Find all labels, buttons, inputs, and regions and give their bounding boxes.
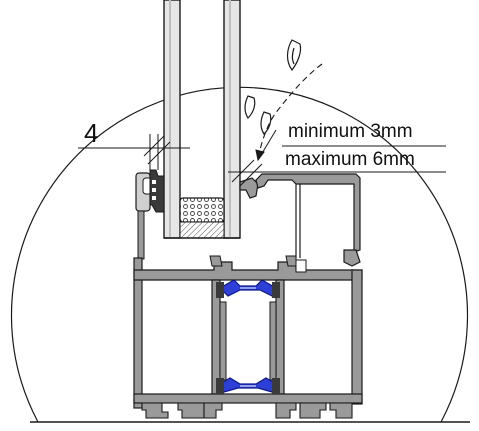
- glass-pane-inner: [163, 0, 181, 239]
- water-flow-arrow: [257, 63, 323, 159]
- minimum-gap-label: minimum 3mm: [288, 121, 413, 142]
- edge-sealant: [179, 221, 225, 239]
- thermal-break-top: [216, 279, 280, 298]
- glass-pane-outer: [223, 0, 241, 239]
- dimension-4: [78, 134, 190, 170]
- gap-dimension: [228, 129, 446, 187]
- glazing-bead: [239, 173, 361, 267]
- glazing-unit: [163, 0, 241, 239]
- thermal-break-bottom: [216, 377, 280, 394]
- inner-gasket: [135, 169, 165, 260]
- dimension-value-label: 4: [84, 118, 99, 148]
- maximum-gap-label: maximum 6mm: [285, 149, 415, 170]
- glass-spacer: [179, 197, 225, 223]
- frame-profile: [133, 255, 363, 419]
- water-droplets: [244, 39, 302, 135]
